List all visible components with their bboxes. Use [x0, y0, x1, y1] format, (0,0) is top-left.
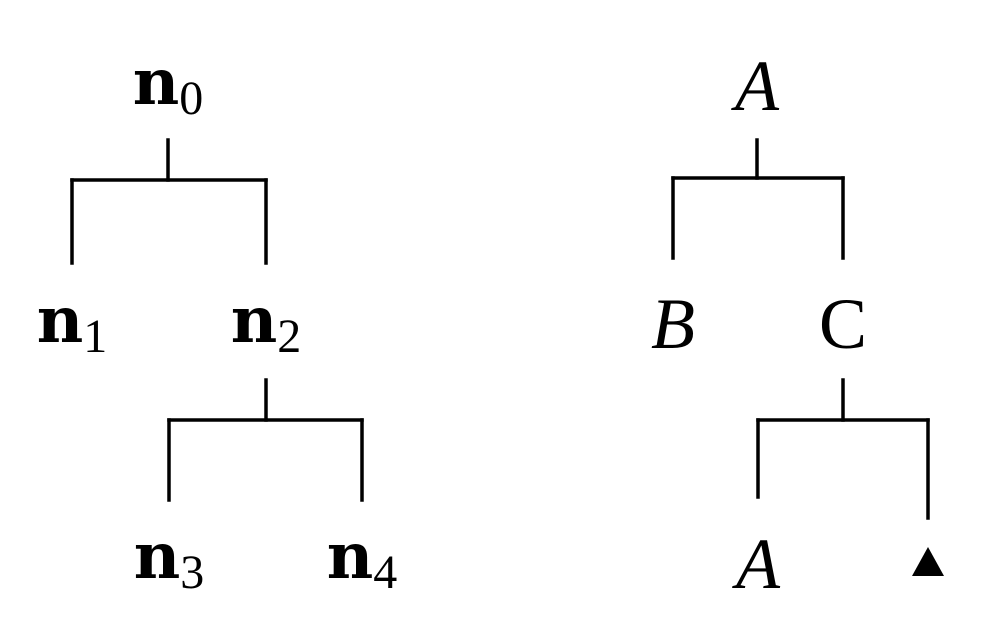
node-n3: n3 [134, 519, 205, 599]
node-n2-base: n [231, 283, 278, 358]
node-n1-subscript: 1 [83, 310, 107, 363]
node-n3-subscript: 3 [180, 546, 204, 599]
node-right-left-child: B [651, 284, 695, 364]
node-n2: n2 [231, 283, 302, 363]
left-tree-edges-level2 [167, 378, 364, 502]
node-n1-base: n [37, 283, 84, 358]
node-n2-subscript: 2 [277, 310, 301, 363]
filled-triangle-icon [912, 547, 944, 576]
node-n1: n1 [37, 283, 108, 363]
node-n4-base: n [327, 519, 374, 594]
left-tree-edges-level1 [70, 138, 268, 265]
node-n0-subscript: 0 [179, 72, 203, 125]
node-n3-base: n [134, 519, 181, 594]
node-right-grandchild-left: A [732, 524, 781, 604]
right-tree-edges-level2 [756, 378, 930, 520]
node-n0-base: n [133, 45, 180, 120]
node-n4: n4 [327, 519, 398, 599]
right-tree: A B C A [651, 46, 944, 604]
left-tree: n0 n1 n2 n3 n4 [37, 45, 398, 599]
node-right-root: A [731, 46, 780, 126]
node-n0: n0 [133, 45, 204, 125]
right-tree-edges-level1 [671, 138, 845, 260]
node-n4-subscript: 4 [373, 546, 397, 599]
node-right-right-child: C [819, 284, 867, 364]
